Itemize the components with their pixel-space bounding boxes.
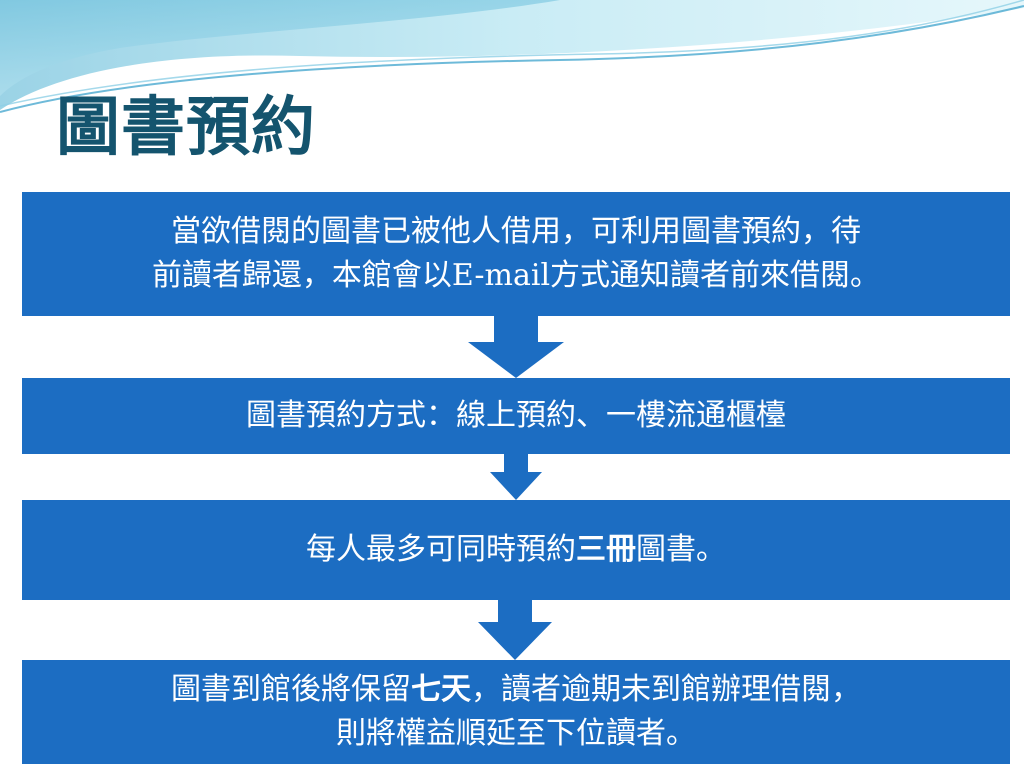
- down-arrow-icon: [478, 600, 552, 660]
- box4-line1: 圖書到館後將保留七天，讀者逾期未到館辦理借閱，: [171, 668, 861, 712]
- box3-text-bold: 三冊: [576, 532, 636, 567]
- box1-line2: 前讀者歸還，本館會以E-mail方式通知讀者前來借閱。: [151, 258, 881, 293]
- box3-text-after: 圖書。: [636, 532, 726, 567]
- down-arrow-icon: [490, 454, 542, 500]
- info-box-reservation-intro: 當欲借閱的圖書已被他人借用，可利用圖書預約，待 前讀者歸還，本館會以E-mail…: [22, 192, 1010, 316]
- info-box-hold-period: 圖書到館後將保留七天，讀者逾期未到館辦理借閱， 則將權益順延至下位讀者。: [22, 660, 1010, 764]
- box4-text-bold: 七天: [411, 672, 471, 707]
- slide-title: 圖書預約: [56, 91, 316, 165]
- info-box-reservation-methods: 圖書預約方式：線上預約、一樓流通櫃檯: [22, 378, 1010, 454]
- decorative-wave-header: [0, 0, 1024, 119]
- box2-line1: 圖書預約方式：線上預約、一樓流通櫃檯: [246, 398, 786, 433]
- down-arrow-icon: [468, 316, 564, 378]
- box4-text-after: ，讀者逾期未到館辦理借閱，: [471, 672, 861, 707]
- info-box-reservation-limit: 每人最多可同時預約三冊圖書。: [22, 500, 1010, 600]
- box4-line2: 則將權益順延至下位讀者。: [336, 716, 696, 751]
- box4-text-before: 圖書到館後將保留: [171, 672, 411, 707]
- box1-line1: 當欲借閱的圖書已被他人借用，可利用圖書預約，待: [171, 214, 861, 249]
- box3-line1: 每人最多可同時預約三冊圖書。: [306, 528, 726, 572]
- box3-text-before: 每人最多可同時預約: [306, 532, 576, 567]
